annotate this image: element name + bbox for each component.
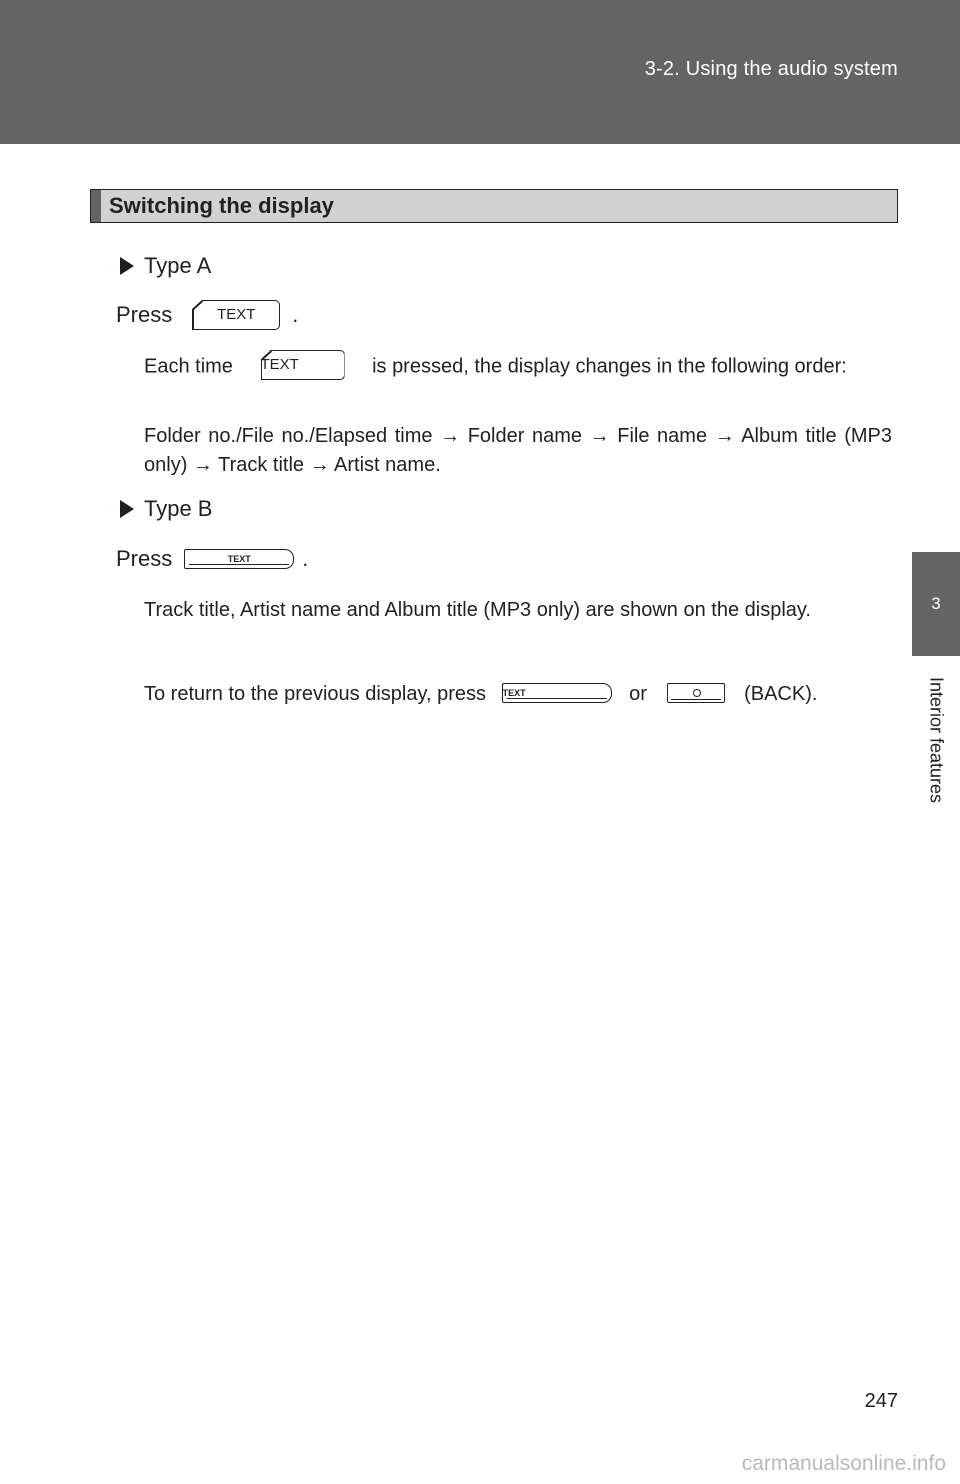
press-text: Press [116,546,173,571]
press-text: Press [116,302,173,327]
type-b-label: Type B [144,496,213,521]
press-period: . [302,546,309,571]
type-b-heading: Type B [120,495,212,523]
back-text: (BACK). [744,683,818,705]
text-button-icon: TEXT [260,350,345,380]
text-button-label: TEXT [217,306,256,323]
triangle-bullet-icon [120,257,134,275]
press-period: . [292,302,299,327]
chapter-number: 3 [931,594,941,613]
chapter-label-text: Interior features [926,676,947,804]
type-a-heading: Type A [120,252,211,280]
or-text: or [629,683,647,705]
text-button-b-icon: TEXT [184,549,295,569]
type-a-press-line: Press TEXT . [116,300,298,330]
chapter-tab: 3 [912,552,960,656]
header-band: 3-2. Using the audio system [0,0,960,144]
page-number: 247 [864,1390,898,1412]
text-button-icon: TEXT [192,300,280,330]
type-b-press-line: Press TEXT . [116,544,308,574]
section-heading: Switching the display [90,189,898,223]
pressed-order-text: is pressed, the display changes in the f… [372,355,847,378]
each-time-text: Each time [144,355,233,378]
text-button-b-icon: TEXT [501,682,612,703]
text-button-label: TEXT [260,356,299,373]
button-corner [192,300,203,311]
watermark: carmanualsonline.info [741,1452,946,1475]
triangle-bullet-icon [120,500,134,518]
text-button-b-label: TEXT [502,687,526,698]
header-title: 3-2. Using the audio system [644,58,898,80]
type-a-paragraph-2: Folder no./File no./Elapsed time → Folde… [144,425,892,476]
type-b-paragraph-2: To return to the previous display, press… [144,680,892,709]
back-button-icon [666,682,725,703]
type-b-paragraph-1: Track title, Artist name and Album title… [144,599,811,621]
text-button-b-label: TEXT [227,554,251,564]
return-text: To return to the previous display, press [144,683,487,705]
type-a-paragraph-1: Each time TEXT is pressed, the display c… [144,350,892,382]
type-a-label: Type A [144,253,212,278]
